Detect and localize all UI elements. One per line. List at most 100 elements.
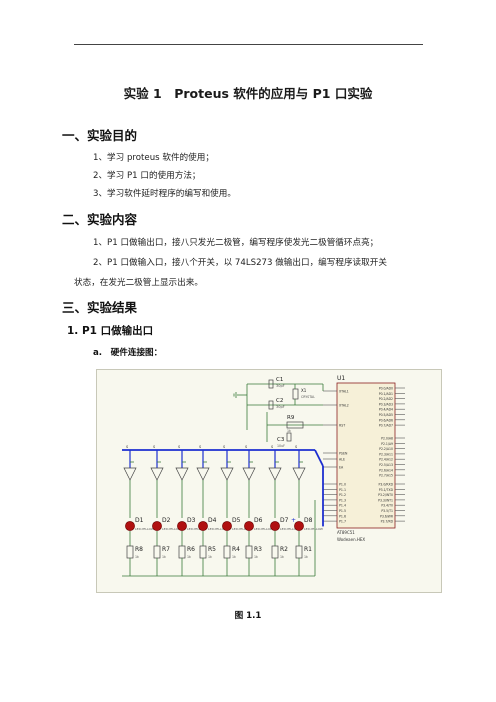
content-item-2-line-2: 状态，在发光二极管上显示出来。 <box>74 278 203 288</box>
chip-left-pin-label: EA <box>339 466 344 470</box>
chip-p2-pin-label: P2.7/A15 <box>379 474 393 478</box>
chip-p2-pin-label: P2.3/A11 <box>379 452 393 456</box>
chip-p1-pin-label: P1.6 <box>339 514 346 518</box>
chip-left-pin-label: XTAL1 <box>339 390 349 394</box>
chip-p3-pin-label: P3.1/TXD <box>379 488 394 492</box>
reset-capacitor-ref: C3 <box>277 437 285 443</box>
chip-p3-pin-label: P3.3/INT1 <box>378 498 393 502</box>
led-ref: D1 <box>135 517 144 524</box>
led-value: LED-YELLOW <box>187 527 206 531</box>
chip-left-pin-label: XTAL2 <box>339 404 349 408</box>
led-ref: D7 <box>280 517 289 524</box>
chip-p2-pin-label: P2.2/A10 <box>379 447 393 451</box>
reset-resistor <box>286 421 304 429</box>
led-resistor-ref: R4 <box>232 546 240 553</box>
chip-p2-pin-label: P2.0/A8 <box>381 437 393 441</box>
capacitor-symbol <box>268 379 274 389</box>
chip-p0-pin-label: P0.7/AD7 <box>379 424 393 428</box>
crystal-ref: X1 <box>301 388 307 393</box>
section-heading-purpose: 一、实验目的 <box>62 128 138 143</box>
led-value: LED-YELLOW <box>304 527 323 531</box>
led-ref: D8 <box>304 517 313 524</box>
chip-p1-pin-label: P1.1 <box>339 488 346 492</box>
led-value: LED-YELLOW <box>135 527 154 531</box>
led-indicator <box>244 521 254 531</box>
figure-label: a. 硬件连接图： <box>93 348 163 358</box>
led-resistor-value: 1k <box>280 555 284 559</box>
chip-left-pin-label: PSEN <box>339 452 348 456</box>
purpose-item-3: 3、学习软件延时程序的编写和使用。 <box>93 189 236 199</box>
reset-capacitor-value: 10uF <box>277 444 285 448</box>
chip-p1-pin-label: P1.0 <box>339 483 346 487</box>
chip-p0-pin-label: P0.2/AD2 <box>379 397 393 401</box>
led-resistor-ref: R3 <box>254 546 262 553</box>
chip-part: AT89C51 <box>337 530 355 535</box>
reset-resistor-ref: R9 <box>287 415 295 421</box>
led-resistor-value: 1k <box>187 555 191 559</box>
driver-triangle <box>150 467 164 481</box>
led-resistor-ref: R6 <box>187 546 195 553</box>
driver-triangle <box>292 467 306 481</box>
led-ref: D5 <box>232 517 241 524</box>
led-resistor <box>223 545 231 559</box>
led-value: LED-YELLOW <box>162 527 181 531</box>
section-heading-content: 二、实验内容 <box>62 212 138 227</box>
led-indicator <box>152 521 162 531</box>
capacitor-value: 30pF <box>276 384 285 388</box>
chip-p1-pin-label: P1.3 <box>339 498 346 502</box>
driver-triangle <box>268 467 282 481</box>
chip-p2-pin-label: P2.5/A13 <box>379 463 393 467</box>
chip-body <box>336 382 396 529</box>
chip-p2-pin-label: P2.6/A14 <box>379 468 393 472</box>
figure-caption: 图 1.1 <box>234 611 262 621</box>
driver-triangle <box>196 467 210 481</box>
chip-p3-pin-label: P3.6/WR <box>380 514 394 518</box>
page-title: 实验 1 Proteus 软件的应用与 P1 口实验 <box>123 86 373 101</box>
led-resistor-value: 1k <box>254 555 258 559</box>
bus-tap-label: S <box>245 445 248 449</box>
bus-tap-label: S <box>153 445 156 449</box>
probe-marker: + <box>291 517 296 524</box>
led-resistor-ref: R1 <box>304 546 312 553</box>
led-value: LED-YELLOW <box>254 527 273 531</box>
chip-p0-pin-label: P0.0/AD0 <box>379 387 393 391</box>
chip-p0-pin-label: P0.5/AD5 <box>379 413 393 417</box>
chip-file: Wodeaen.HEX <box>337 537 365 542</box>
led-resistor-ref: R7 <box>162 546 170 553</box>
led-indicator <box>270 521 280 531</box>
led-resistor <box>178 545 186 559</box>
content-item-1: 1、P1 口做输出口，接八只发光二极管，编写程序使发光二极管循环点亮； <box>93 238 379 248</box>
led-indicator <box>294 521 304 531</box>
driver-triangle <box>242 467 256 481</box>
led-resistor <box>199 545 207 559</box>
led-resistor <box>295 545 303 559</box>
led-value: LED-YELLOW <box>280 527 299 531</box>
led-resistor-value: 1k <box>162 555 166 559</box>
led-resistor-ref: R8 <box>135 546 143 553</box>
led-resistor <box>126 545 134 559</box>
capacitor-symbol <box>268 400 274 410</box>
led-resistor <box>245 545 253 559</box>
chip-p1-pin-label: P1.4 <box>339 504 346 508</box>
chip-p3-pin-label: P3.7/RD <box>381 520 394 524</box>
driver-triangle <box>175 467 189 481</box>
purpose-item-1: 1、学习 proteus 软件的使用； <box>93 153 214 163</box>
crystal-value: CRYSTAL <box>301 395 315 399</box>
header-rule <box>74 44 423 45</box>
led-resistor-value: 1k <box>208 555 212 559</box>
content-item-2-line-1: 2、P1 口做输入口，接八个开关，以 74LS273 做输出口，编写程序读取开关 <box>93 258 387 268</box>
bus-tap-label: S <box>295 445 298 449</box>
chip-p2-pin-label: P2.1/A9 <box>381 442 393 446</box>
capacitor-value: 30pF <box>276 405 285 409</box>
led-resistor-value: 1k <box>232 555 236 559</box>
chip-p3-pin-label: P3.4/T0 <box>381 504 393 508</box>
bus-tap-label: S <box>126 445 129 449</box>
bus-tap-label: S <box>223 445 226 449</box>
crystal-symbol <box>292 388 299 400</box>
led-value: LED-YELLOW <box>208 527 227 531</box>
chip-p0-pin-label: P0.3/AD3 <box>379 402 393 406</box>
bus-tap-label: S <box>271 445 274 449</box>
led-resistor-ref: R5 <box>208 546 216 553</box>
chip-p3-pin-label: P3.2/INT0 <box>378 493 393 497</box>
chip-p1-pin-label: P1.7 <box>339 520 346 524</box>
